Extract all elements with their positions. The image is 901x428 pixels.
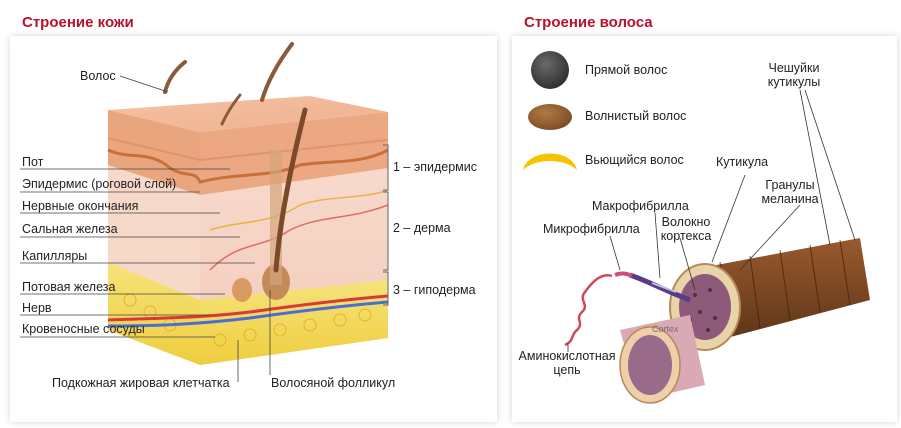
label-hair: Волос — [80, 69, 116, 83]
label-macrofibril: Макрофибрилла — [592, 199, 689, 213]
straight-hair-icon — [531, 51, 569, 89]
label-nerve-endings: Нервные окончания — [22, 199, 139, 213]
label-cuticle: Кутикула — [716, 155, 769, 169]
label-microfibril: Микрофибрилла — [543, 222, 640, 236]
hair-title: Строение волоса — [524, 14, 653, 31]
macrofibril — [629, 272, 691, 303]
layer-epidermis: 1 – эпидермис — [393, 160, 478, 174]
epidermis-band-front — [108, 110, 200, 195]
label-straight-hair: Прямой волос — [585, 63, 668, 77]
cortex-core — [679, 274, 731, 340]
bracket-hypodermis — [383, 271, 389, 306]
label-blood-vessels: Кровеносные сосуды — [22, 322, 145, 336]
label-epidermis-layer: Эпидермис (роговой слой) — [22, 177, 177, 191]
bracket-dermis — [383, 191, 389, 271]
vessel-blue — [107, 300, 389, 328]
label-sweat-gland: Потовая железа — [22, 280, 116, 294]
hair-panel — [512, 36, 897, 422]
hair-4 — [273, 107, 308, 273]
wavy-hair-icon — [528, 104, 572, 130]
label-sebaceous: Сальная железа — [22, 222, 118, 236]
skin-title: Строение кожи — [22, 14, 134, 31]
hair-1 — [163, 60, 187, 94]
epidermis-wave — [107, 148, 389, 184]
label-melanin: Гранулы меланина — [761, 178, 819, 206]
amino-chain — [564, 274, 613, 347]
label-cuticle-scales: Чешуйки кутикулы — [767, 61, 821, 89]
label-capillaries: Капилляры — [22, 249, 88, 263]
label-curly-hair: Вьющийся волос — [585, 153, 684, 167]
hair-2 — [260, 42, 294, 102]
layer-hypodermis: 3 – гиподерма — [393, 283, 476, 297]
hair-3 — [220, 93, 242, 126]
label-follicle: Волосяной фолликул — [271, 376, 396, 390]
fat-layer-front — [108, 262, 200, 365]
vessel-red — [107, 294, 389, 322]
skin-top-surface — [108, 96, 388, 132]
label-cortex-fiber: Волокно кортекса — [660, 215, 712, 243]
curly-hair-icon — [523, 153, 577, 170]
microfibril — [614, 271, 633, 278]
label-wavy-hair: Волнистый волос — [585, 109, 687, 123]
bracket-epidermis — [383, 144, 389, 191]
cortex-inline-label: Cortex — [652, 324, 679, 334]
label-subcutaneous: Подкожная жировая клетчатка — [52, 376, 230, 390]
label-sweat: Пот — [22, 155, 44, 169]
label-amino-chain: Аминокислотная цепь — [518, 349, 616, 377]
label-nerve: Нерв — [22, 301, 52, 315]
layer-dermis: 2 – дерма — [393, 221, 451, 235]
